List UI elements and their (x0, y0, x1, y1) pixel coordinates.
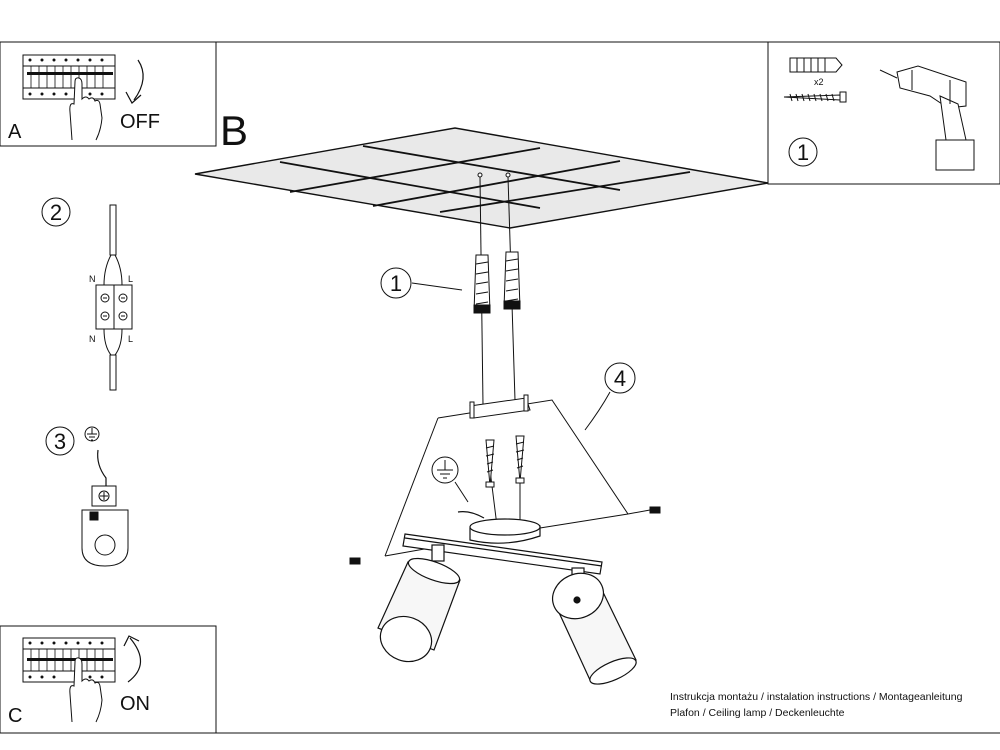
ceiling-illustration (194, 127, 769, 229)
arrow-up-icon (127, 637, 142, 683)
hand-icon (69, 77, 103, 141)
screw-icon (783, 91, 847, 103)
step-number-badge: 1 (380, 267, 412, 299)
wiring-diagram: 2 N L N L (41, 197, 133, 391)
footer-caption: Instrukcja montażu / instalation instruc… (670, 689, 962, 721)
lamp-bar-icon (402, 533, 603, 575)
tools-step-number: 1 (797, 140, 809, 165)
earth-symbol-icon (84, 426, 100, 442)
footer-line-2: Plafon / Ceiling lamp / Deckenleuchte (670, 707, 845, 719)
panel-a: A OFF (8, 54, 160, 143)
spotlight-head-left (377, 544, 461, 663)
earth-symbol-icon (431, 456, 469, 503)
step-number-badge: 4 (604, 362, 636, 394)
drill-icon (879, 65, 975, 171)
panel-b-letter: B (220, 107, 248, 154)
wiring-step-number: 2 (50, 200, 62, 225)
terminal-l-label-top: L (128, 274, 133, 284)
fixture-step-number: 4 (614, 366, 626, 391)
spotlight-head-right (552, 567, 637, 685)
step-number-badge: 2 (41, 197, 71, 227)
panel-b: B (194, 107, 769, 685)
terminal-n-label-bottom: N (89, 334, 96, 344)
wall-plug-icon (789, 57, 843, 73)
breaker-box-icon (22, 54, 116, 100)
supply-cable-icon (109, 204, 117, 256)
mounting-bracket-icon (469, 394, 531, 419)
arrow-head-icon (123, 635, 140, 647)
breaker-box-icon (22, 637, 116, 683)
tools-panel: x2 1 (783, 57, 975, 171)
footer-line-1: Instrukcja montażu / instalation instruc… (670, 691, 963, 703)
terminal-l-label-bottom: L (128, 334, 133, 344)
earth-terminal-icon (81, 485, 129, 567)
lamp-cable-icon (109, 354, 117, 391)
arrow-down-icon (133, 59, 144, 101)
earth-step-number: 3 (54, 429, 66, 454)
screw-icon (515, 435, 525, 484)
wall-plug-icon (473, 254, 491, 314)
panel-c: C ON (8, 635, 150, 727)
screw-icon (349, 557, 361, 565)
screw-icon (627, 506, 661, 515)
screw-icon (485, 439, 495, 488)
page-frame (0, 41, 1000, 734)
terminal-n-label-top: N (89, 274, 96, 284)
quantity-label: x2 (814, 77, 824, 87)
panel-a-letter: A (8, 121, 22, 143)
arrow-head-icon (125, 91, 142, 104)
panel-a-caption: OFF (120, 111, 160, 133)
wall-plug-icon (503, 251, 521, 310)
earth-connection-diagram: 3 (45, 426, 129, 567)
panel-c-letter: C (8, 705, 22, 727)
anchors-step-number: 1 (390, 271, 402, 296)
canopy-disc-icon (457, 511, 541, 544)
step-number-badge: 1 (788, 137, 818, 167)
hand-icon (69, 657, 103, 723)
panel-c-caption: ON (120, 693, 150, 715)
step-number-badge: 3 (45, 426, 75, 456)
guide-lines (479, 176, 521, 527)
